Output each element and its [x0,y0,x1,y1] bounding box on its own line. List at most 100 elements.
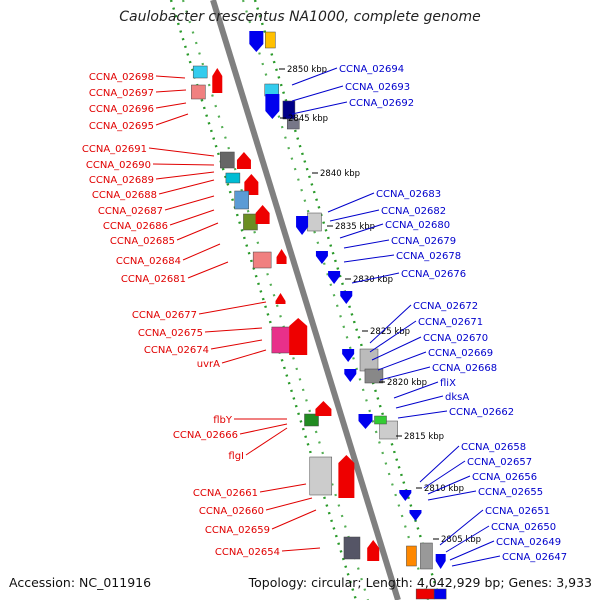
gene-block [307,212,322,232]
callout-line [281,547,321,552]
callout-line [369,304,412,344]
gene-label-left: uvrA [197,359,220,370]
callout-line [210,339,263,350]
left-strand-labels: CCNA_02698CCNA_02697CCNA_02696CCNA_02695… [82,72,321,558]
ruler-label: 2840 kbp [320,169,360,179]
callout-line [343,254,395,263]
gene-label-left: CCNA_02695 [89,121,154,132]
callout-line [395,395,444,409]
callout-line [182,243,221,261]
gene-label-right: CCNA_02649 [496,537,561,548]
ruler-label: 2830 kbp [353,275,393,285]
callout-line [427,490,477,501]
callout-line [397,410,448,419]
ruler-label: 2825 kbp [370,327,410,337]
gene-label-left: flgI [228,451,244,462]
gene-label-right: CCNA_02676 [401,269,466,280]
ruler-label: 2815 kbp [404,432,444,442]
gene-arrow [338,455,355,498]
gene-block [359,348,379,372]
gene-arrow [358,414,373,429]
callout-line [155,75,186,79]
callout-line [158,179,215,195]
gene-label-right: CCNA_02651 [485,506,550,517]
callout-line [259,483,307,493]
callout-line [265,497,313,511]
gene-arrow [275,293,286,304]
gene-label-right: CCNA_02682 [381,206,446,217]
genome-axis [210,0,401,601]
gene-arrow [315,401,332,416]
gene-arrow [236,152,251,169]
callout-line [351,272,400,284]
gene-label-right: CCNA_02656 [472,472,537,483]
gene-label-right: CCNA_02657 [467,457,532,468]
gene-block [309,456,333,496]
gene-label-left: CCNA_02688 [92,190,157,201]
accession-text: Accession: NC_011916 [9,575,152,590]
callout-line [291,101,348,115]
callout-line [155,113,189,126]
gene-block [286,118,300,130]
gene-arrow [244,174,259,195]
callout-line [291,85,344,102]
gene-label-right: CCNA_02671 [418,317,483,328]
callout-line [327,192,375,213]
callout-line [427,475,471,495]
gene-label-right: CCNA_02680 [385,220,450,231]
gene-block [265,31,276,49]
gene-arrow [328,271,341,284]
gene-arrow [409,510,422,521]
callout-line [204,327,263,333]
summary-text: Topology: circular; Length: 4,042,929 bp… [248,575,592,590]
gene-label-right: CCNA_02658 [461,442,526,453]
gene-arrow [399,490,412,501]
callout-line [245,427,288,456]
gene-label-left: CCNA_02684 [116,256,181,267]
callout-line [198,301,267,315]
gene-label-left: CCNA_02691 [82,144,147,155]
gene-arrow [249,31,264,52]
gene-arrow [265,94,280,119]
ruler-label: 2845 kbp [288,114,328,124]
gene-arrow [367,540,380,561]
callout-line [339,223,384,239]
ruler-label: 2810 kbp [424,484,464,494]
callout-line [221,349,267,364]
gene-label-left: CCNA_02685 [110,236,175,247]
callout-line [271,509,317,530]
gene-block [220,151,235,169]
ruler-label: 2805 kbp [441,535,481,545]
gene-label-right: CCNA_02669 [428,348,493,359]
gene-label-left: CCNA_02698 [89,72,154,83]
gene-block [379,420,398,440]
gene-label-right: CCNA_02670 [423,333,488,344]
callout-line [343,239,390,249]
gene-label-left: CCNA_02661 [193,488,258,499]
map-title: Caulobacter crescentus NA1000, complete … [119,9,481,25]
callout-line [439,509,484,546]
gene-label-right: CCNA_02647 [502,552,567,563]
callout-line [423,460,466,489]
gene-label-right: CCNA_02678 [396,251,461,262]
gene-arrow [276,249,287,264]
gene-block [343,536,361,560]
callout-line [187,261,229,279]
gene-arrow [435,554,446,569]
gene-label-right: CCNA_02650 [491,522,556,533]
callout-line [379,366,431,381]
gene-label-right: CCNA_02679 [391,236,456,247]
callout-line [164,195,215,211]
genome-backbone [210,0,401,601]
gene-block [364,368,384,384]
gene-arrow [296,216,309,235]
gene-block [433,588,447,600]
callout-line [369,320,417,353]
gene-label-right: CCNA_02672 [413,301,478,312]
gene-block [271,326,291,354]
gene-arrow [340,291,353,304]
callout-line [155,102,187,109]
